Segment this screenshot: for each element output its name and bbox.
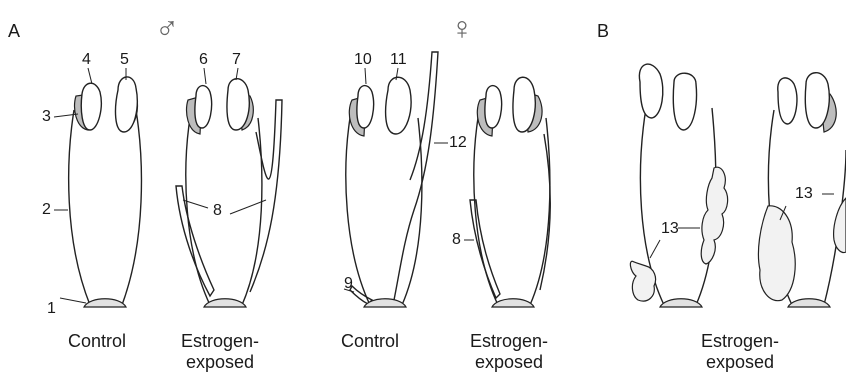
male-control-body [69,110,142,305]
caption-female-exposed: Estrogen- exposed [465,331,553,373]
male-symbol: ♂ [155,12,179,44]
b2-right-gland [834,198,846,253]
b1-right-gland [701,167,727,264]
part-number-6: 6 [199,52,208,68]
caption-female-exposed-line1: Estrogen- [465,331,553,352]
panel-label-a: A [8,22,20,40]
b2-base [788,299,830,307]
part-number-3: 3 [42,109,51,125]
part-number-10: 10 [354,52,372,68]
female-control-base [364,299,406,307]
caption-female-exposed-line2: exposed [465,352,553,373]
part-number-12: 12 [449,135,467,151]
female-exposed-body [474,118,550,305]
b1-left-lobe [639,64,662,118]
caption-b-exposed: Estrogen- exposed [696,331,784,373]
panel-label-b: B [597,22,609,40]
male-exposed-left-lobe [195,86,212,128]
male-control-base [84,299,126,307]
b2-left-gland [758,206,795,301]
part-number-11: 11 [390,52,407,68]
part-number-9: 9 [344,276,353,292]
part-number-8-male: 8 [213,203,222,219]
female-control-left-lobe [357,86,374,128]
caption-female-control: Control [341,331,399,352]
female-exposed-base [492,299,534,307]
part-number-13-b1: 13 [661,221,679,237]
part-number-8-female: 8 [452,232,461,248]
part-number-4: 4 [82,52,91,68]
male-exposed-drawing [176,68,282,307]
male-control-drawing [54,68,141,307]
part-number-2: 2 [42,202,51,218]
b1-base [660,299,702,307]
part-number-5: 5 [120,52,129,68]
part-number-13-b2: 13 [795,186,813,202]
caption-male-control: Control [68,331,126,352]
b2-right-lobe [805,73,829,128]
part-number-1: 1 [47,301,56,317]
male-control-left-lobe [81,83,101,130]
male-exposed-tube-left [176,186,214,296]
caption-b-exposed-line2: exposed [696,352,784,373]
female-control-drawing [344,52,448,307]
female-symbol: ♀ [450,12,474,44]
b1-right-lobe [673,73,696,130]
caption-male-exposed-line2: exposed [176,352,264,373]
b-specimen-1-drawing [630,64,727,307]
male-exposed-body [186,118,262,305]
male-exposed-right-lobe [227,79,249,130]
b1-left-gland [630,261,655,301]
caption-b-exposed-line1: Estrogen- [696,331,784,352]
caption-male-exposed: Estrogen- exposed [176,331,264,373]
part-number-7: 7 [232,52,241,68]
female-exposed-drawing [464,77,550,307]
female-exposed-left-lobe [485,86,502,128]
caption-male-exposed-line1: Estrogen- [176,331,264,352]
female-control-body [346,118,422,305]
female-control-right-lobe [386,77,411,134]
female-exposed-tube-left [470,200,500,298]
female-exposed-right-lobe [513,77,535,132]
male-control-right-lobe [116,77,138,132]
male-exposed-base [204,299,246,307]
b2-left-lobe [778,78,797,124]
